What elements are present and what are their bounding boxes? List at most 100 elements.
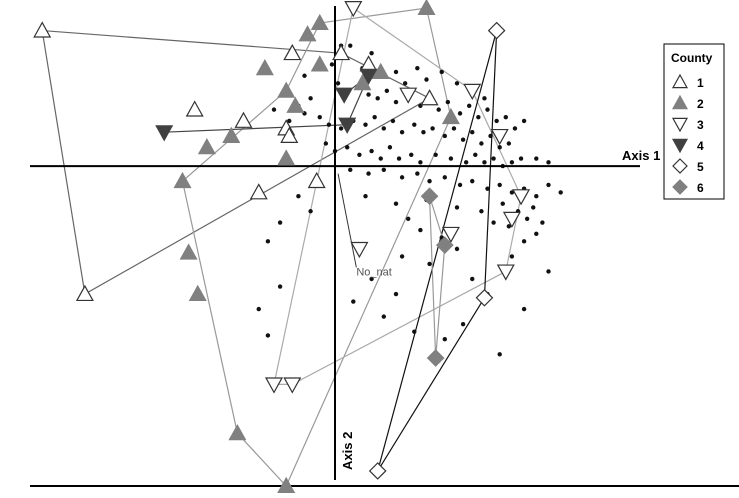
species-dot (366, 171, 371, 176)
species-dot (546, 269, 551, 274)
marker-county-5 (487, 21, 506, 40)
hull-county-5 (377, 30, 498, 472)
species-dot (271, 107, 277, 112)
hull-county-2 (181, 7, 452, 488)
species-dot (357, 152, 362, 157)
marker-county-2 (417, 0, 436, 15)
species-dot (415, 66, 420, 71)
legend-label-1: 1 (697, 76, 704, 90)
species-dot (451, 126, 457, 131)
species-dot (534, 156, 539, 161)
species-dot (479, 141, 484, 146)
species-dot (308, 209, 313, 214)
annotation-no-nat: No_nat (356, 266, 391, 278)
marker-county-4 (338, 117, 357, 134)
species-dot (473, 152, 478, 157)
species-dot (412, 122, 417, 127)
species-dot (485, 186, 490, 191)
species-dot (369, 148, 374, 154)
species-dot (546, 182, 551, 188)
legend-box (663, 43, 725, 200)
marker-county-1 (234, 111, 253, 128)
marker-county-2 (255, 58, 274, 76)
species-dot (470, 276, 475, 282)
species-dot (399, 130, 405, 135)
species-dot (454, 81, 460, 86)
marker-county-5 (475, 288, 494, 307)
species-dot (345, 145, 350, 150)
species-dot (509, 160, 515, 165)
species-dot (521, 118, 527, 124)
marker-county-1 (75, 284, 94, 302)
y-axis-label: Axis 2 (340, 432, 355, 470)
species-dot (402, 81, 408, 86)
legend-marker-6 (672, 179, 688, 195)
marker-county-3 (350, 241, 369, 259)
species-dot (436, 107, 441, 112)
marker-county-3 (490, 128, 509, 146)
species-dot (460, 137, 466, 142)
marker-county-1 (332, 43, 351, 61)
species-dot (503, 114, 508, 120)
no-nat-vector (337, 173, 357, 268)
species-dot (521, 239, 527, 244)
species-dot (497, 182, 502, 188)
species-dot (485, 107, 490, 112)
species-dot (393, 99, 399, 105)
species-dot (302, 73, 307, 78)
species-dot (256, 306, 261, 312)
marker-county-3 (399, 87, 418, 104)
marker-county-3 (502, 211, 521, 229)
marker-county-1 (280, 126, 299, 143)
species-dot (421, 130, 426, 135)
species-dot (363, 193, 368, 199)
species-dot (399, 175, 405, 180)
species-dot (390, 118, 396, 124)
legend-marker-2 (671, 94, 689, 110)
marker-county-2 (310, 55, 329, 72)
species-dot (372, 114, 377, 120)
species-dot (335, 81, 341, 86)
marker-county-6 (420, 187, 439, 206)
species-dot (460, 321, 466, 327)
species-dot (546, 160, 551, 165)
marker-county-1 (307, 171, 326, 189)
marker-county-3 (264, 377, 284, 394)
marker-county-4 (335, 87, 354, 104)
species-dot (433, 152, 438, 157)
marker-county-2 (310, 13, 329, 31)
marker-county-6 (435, 236, 454, 254)
species-dot (521, 306, 527, 312)
species-dot (287, 118, 292, 124)
marker-county-3 (283, 377, 302, 394)
species-dot (323, 141, 329, 146)
species-dot (329, 62, 335, 67)
species-dot (482, 96, 487, 101)
legend-marker-4 (671, 138, 689, 154)
legend-label-5: 5 (697, 160, 704, 174)
marker-county-3 (512, 189, 531, 206)
marker-county-2 (371, 62, 390, 79)
legend-marker-5 (672, 158, 688, 174)
species-dot (439, 69, 444, 75)
species-dot (387, 145, 393, 150)
species-dot (500, 201, 505, 206)
species-dot (488, 133, 493, 139)
species-dot (470, 130, 475, 135)
marker-county-1 (249, 183, 268, 200)
marker-county-4 (359, 68, 378, 85)
species-dot (454, 205, 460, 210)
species-dot (457, 182, 463, 188)
species-dot (348, 167, 353, 173)
species-dot (506, 224, 512, 229)
species-dot (470, 178, 475, 184)
species-dot (506, 141, 512, 146)
species-dot (491, 220, 496, 225)
species-dot (277, 220, 283, 225)
legend-marker-1 (671, 73, 689, 89)
species-dot (406, 216, 411, 221)
species-dot (534, 231, 539, 237)
species-dot (326, 122, 332, 127)
species-dot (534, 193, 539, 199)
